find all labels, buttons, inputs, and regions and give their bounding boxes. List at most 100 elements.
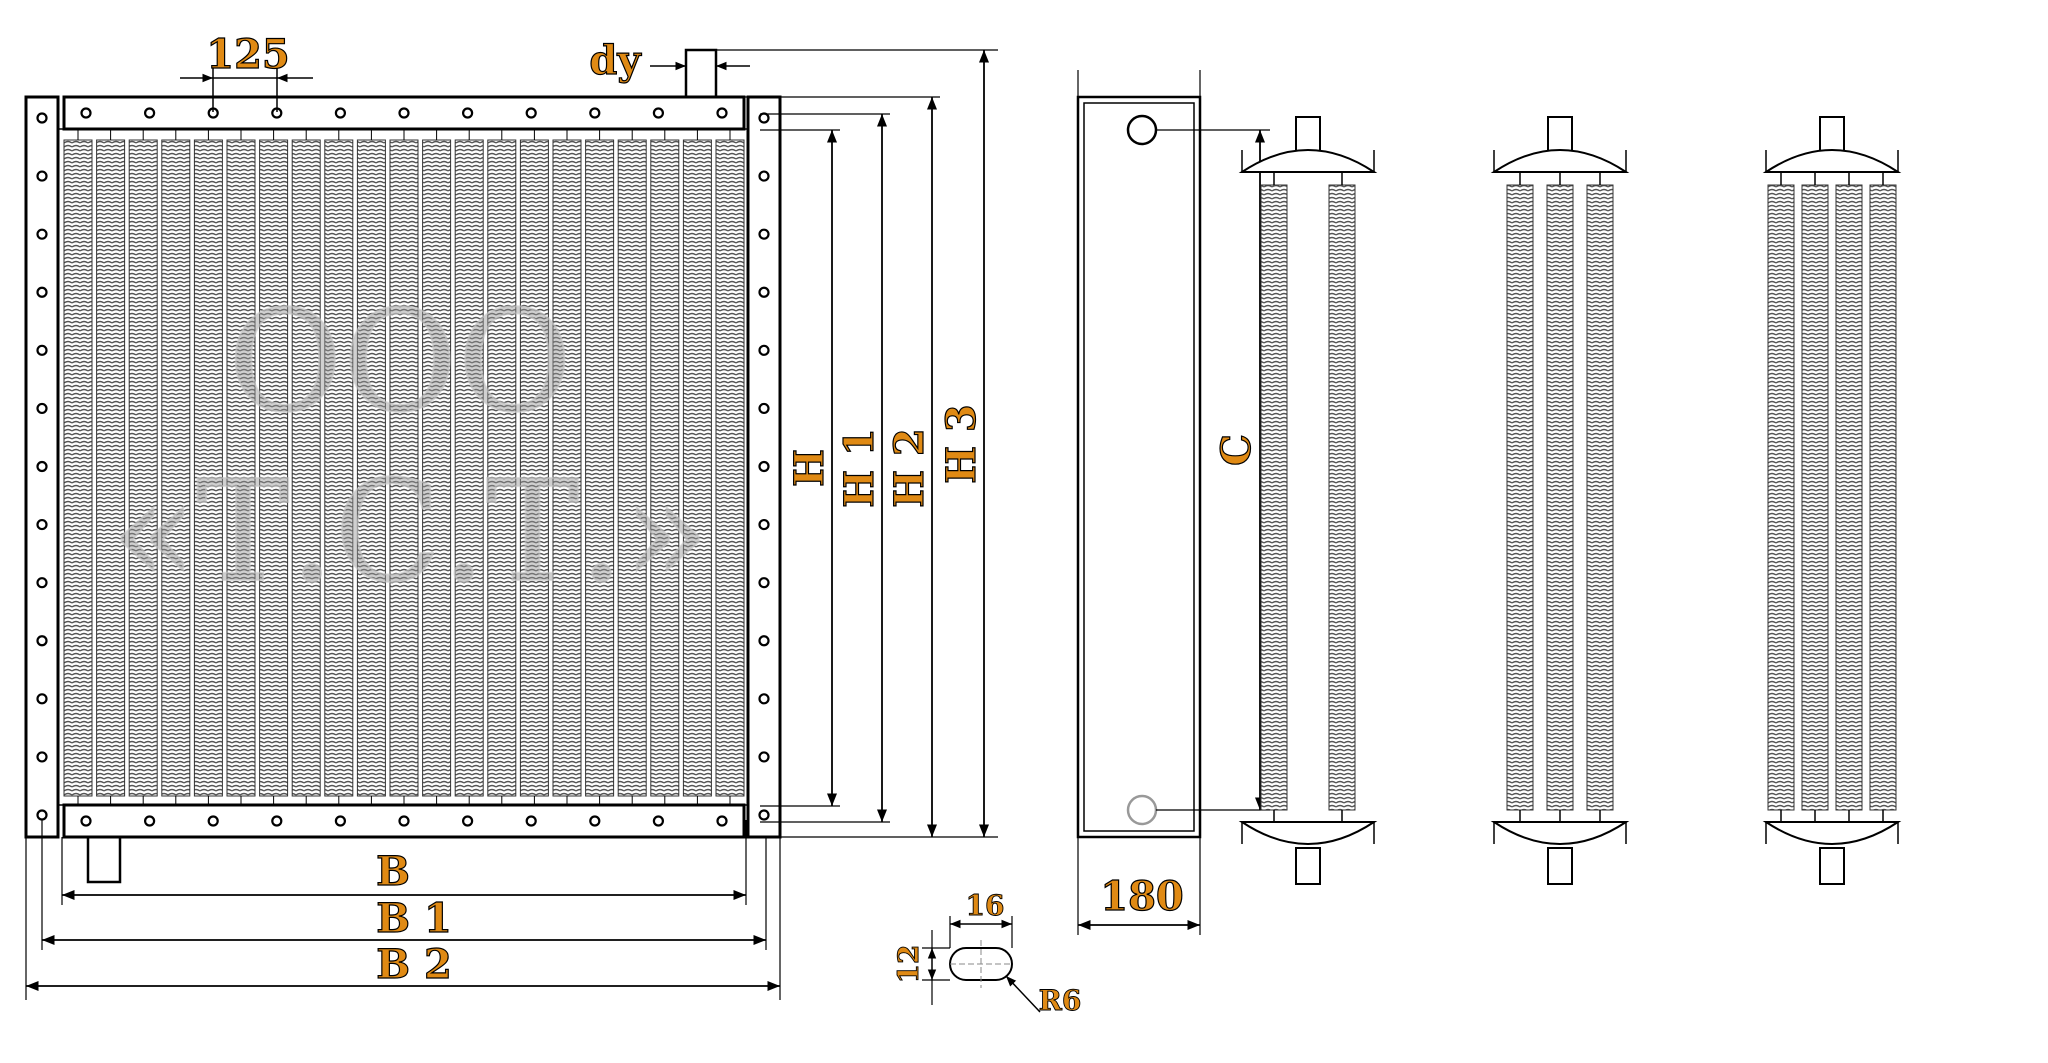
dim-depth-label: 180: [1100, 873, 1184, 920]
finned-tube: [454, 139, 484, 797]
frame-hole: [36, 518, 48, 531]
header-hole: [589, 815, 601, 827]
section-view-3-rows: [1490, 116, 1630, 885]
section-view-2-rows: [1238, 116, 1378, 885]
frame-hole: [36, 635, 48, 647]
top-nozzle: [684, 48, 718, 99]
dim-b2-label: В 2: [376, 941, 452, 988]
frame-hole: [758, 460, 770, 473]
dim-b-label: В: [376, 848, 410, 895]
watermark-line-2: «Т.С.Т.»: [111, 451, 710, 614]
header-hole: [334, 107, 346, 119]
side-inner-frame: [1083, 102, 1195, 832]
finned-tube: [617, 139, 647, 797]
header-hole: [716, 107, 728, 119]
frame-hole: [36, 402, 48, 415]
front-dimensions: 125 dy Н Н 1 Н 2 Н 3: [25, 30, 998, 1000]
dim-h-label: Н: [786, 449, 833, 487]
top-header-holes: [80, 107, 728, 119]
section-bottom-cap: [1490, 821, 1630, 845]
section-top-nozzle: [1547, 116, 1573, 154]
side-outer-frame: [1076, 95, 1202, 839]
frame-hole: [758, 809, 770, 821]
section-finned-tube: [1260, 184, 1288, 811]
finned-tube: [161, 139, 191, 797]
finned-tube: [650, 139, 680, 797]
finned-tube: [487, 139, 517, 797]
dim-c-label: С: [1213, 434, 1260, 466]
header-hole: [525, 107, 537, 119]
dim-b1-label: В 1: [376, 895, 452, 942]
section-top-cap: [1762, 149, 1902, 173]
section-bottom-nozzle: [1819, 847, 1845, 885]
header-hole: [334, 815, 346, 827]
section-finned-tube: [1546, 184, 1574, 811]
section-finned-tube: [1586, 184, 1614, 811]
frame-hole: [36, 228, 48, 240]
frame-hole: [758, 170, 770, 182]
frame-hole: [758, 286, 770, 298]
frame-hole: [758, 112, 770, 124]
frame-hole: [36, 170, 48, 182]
header-hole: [462, 815, 474, 827]
side-top-port: [1126, 114, 1158, 146]
section-bottom-cap: [1238, 821, 1378, 845]
frame-hole: [758, 693, 770, 705]
dim-h3-label: Н 3: [938, 404, 985, 484]
bottom-nozzle: [86, 837, 122, 884]
header-hole: [398, 815, 410, 827]
header-hole: [716, 815, 728, 827]
bottom-header-holes: [80, 815, 728, 827]
section-top-nozzle: [1295, 116, 1321, 154]
section-top-nozzle: [1819, 116, 1845, 154]
frame-hole: [758, 344, 770, 356]
header-hole: [80, 107, 92, 119]
header-hole: [589, 107, 601, 119]
frame-hole: [36, 344, 48, 356]
frame-hole: [758, 635, 770, 647]
row-section-views: [1238, 116, 1902, 885]
section-finned-tube: [1767, 184, 1795, 811]
finned-tube: [63, 139, 93, 797]
frame-hole: [36, 809, 48, 821]
section-finned-tube: [1506, 184, 1534, 811]
header-hole: [271, 815, 283, 827]
header-hole: [652, 815, 665, 827]
dim-h2-label: Н 2: [886, 428, 933, 508]
finned-tube-bank: [63, 129, 745, 805]
side-frame-holes: [36, 112, 770, 821]
header-hole: [144, 107, 156, 119]
dim-nozzle-label: dy: [589, 37, 642, 84]
finned-tube: [291, 139, 321, 797]
section-top-cap: [1490, 149, 1630, 173]
front-view: [24, 48, 782, 884]
header-hole: [398, 107, 410, 119]
frame-hole: [36, 460, 48, 473]
side-view: С 180: [1076, 70, 1270, 935]
finned-tube: [259, 139, 289, 797]
watermark-line-1: ООО: [228, 281, 572, 444]
frame-hole: [36, 693, 48, 705]
section-view-4-rows: [1762, 116, 1902, 885]
section-finned-tube: [1328, 184, 1356, 811]
header-hole: [462, 107, 474, 119]
frame-hole: [758, 577, 770, 589]
frame-hole: [36, 286, 48, 298]
dim-slot-radius-label: R6: [1039, 984, 1082, 1017]
section-finned-tube: [1835, 184, 1863, 811]
dim-slot-width-label: 12: [892, 945, 925, 984]
header-hole: [207, 815, 219, 827]
frame-hole: [36, 577, 48, 589]
frame-hole: [758, 402, 770, 415]
dim-slot-length-label: 16: [966, 889, 1005, 922]
header-hole: [144, 815, 156, 827]
side-bottom-port: [1126, 794, 1158, 826]
finned-tube: [356, 139, 386, 797]
dim-h1-label: Н 1: [836, 428, 883, 508]
dim-pitch-label: 125: [206, 31, 290, 78]
section-bottom-nozzle: [1295, 847, 1321, 885]
slot-detail: 16 12 R6: [892, 889, 1082, 1018]
frame-hole: [758, 751, 770, 763]
section-finned-tube: [1801, 184, 1829, 811]
